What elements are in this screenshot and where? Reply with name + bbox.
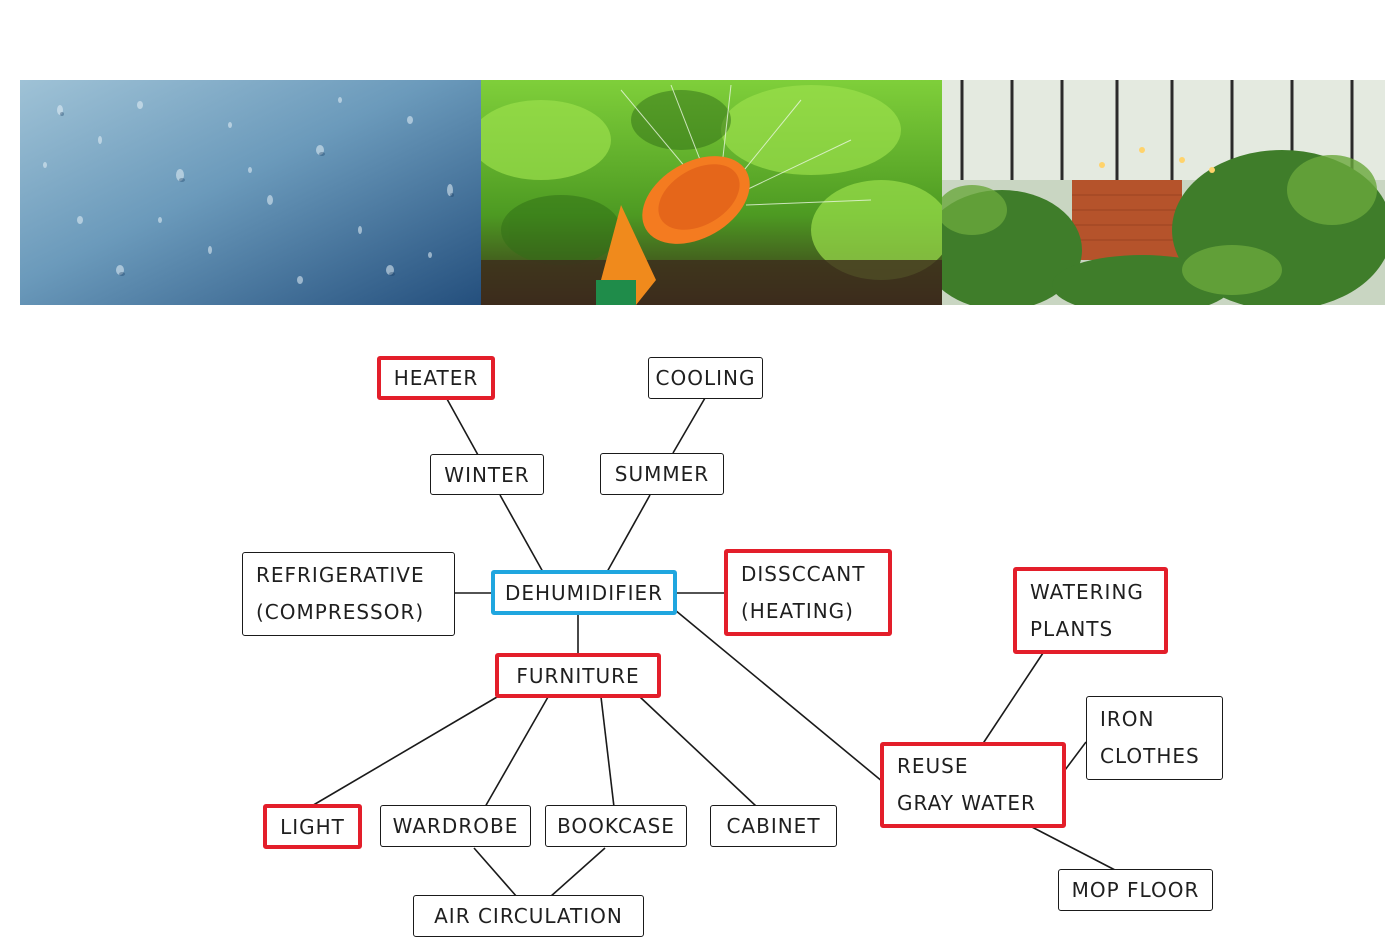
- node-bookcase-label: BOOKCASE: [557, 814, 675, 838]
- node-air-circulation-label: AIR CIRCULATION: [434, 904, 623, 928]
- link-furniture-light: [309, 696, 498, 808]
- link-winter-dehumidifier: [499, 494, 544, 573]
- node-air-circulation: AIR CIRCULATION: [413, 895, 644, 937]
- node-watering-line2: PLANTS: [1030, 616, 1114, 641]
- node-dehumidifier: DEHUMIDIFIER: [491, 570, 677, 615]
- link-iron-reuse: [1064, 741, 1087, 771]
- node-heater-label: HEATER: [393, 366, 479, 390]
- link-bookcase-air: [549, 847, 606, 898]
- node-refrigerative-line2: (COMPRESSOR): [256, 600, 425, 624]
- node-cooling: COOLING: [648, 357, 763, 399]
- link-watering-reuse: [981, 652, 1044, 746]
- node-heater: HEATER: [377, 356, 495, 400]
- node-bookcase: BOOKCASE: [545, 805, 687, 847]
- link-furniture-wardrobe: [484, 696, 549, 808]
- node-furniture: FURNITURE: [495, 653, 661, 698]
- link-wardrobe-air: [473, 847, 518, 898]
- node-winter-label: WINTER: [444, 462, 530, 487]
- link-furniture-bookcase: [600, 696, 615, 808]
- node-cooling-label: COOLING: [655, 366, 756, 390]
- link-reuse-mop: [1029, 825, 1116, 871]
- node-disscant-line2: (HEATING): [741, 598, 854, 623]
- node-reuse-line2: GRAY WATER: [897, 791, 1036, 815]
- greenhouse-photo: [942, 80, 1385, 305]
- node-summer-label: SUMMER: [614, 462, 710, 486]
- link-heater-winter: [446, 398, 479, 456]
- node-iron-clothes: IRON CLOTHES: [1086, 696, 1223, 780]
- node-iron-line2: CLOTHES: [1100, 744, 1200, 768]
- node-winter: WINTER: [430, 454, 544, 495]
- rain-window-photo: [20, 80, 481, 305]
- node-wardrobe: WARDROBE: [380, 805, 531, 847]
- node-disscant-line1: DISSCCANT: [741, 561, 866, 586]
- node-mop-floor-label: MOP FLOOR: [1071, 878, 1200, 902]
- link-summer-dehumidifier: [606, 494, 651, 573]
- node-watering-line1: WATERING: [1030, 579, 1144, 604]
- node-light-label: LIGHT: [280, 814, 345, 839]
- node-dehumidifier-label: DEHUMIDIFIER: [504, 580, 664, 605]
- node-summer: SUMMER: [600, 453, 724, 495]
- node-refrigerative-line1: REFRIGERATIVE: [256, 563, 425, 587]
- node-wardrobe-label: WARDROBE: [392, 814, 519, 838]
- node-disscant: DISSCCANT (HEATING): [724, 549, 892, 636]
- node-watering-plants: WATERING PLANTS: [1013, 567, 1168, 654]
- link-cooling-summer: [672, 397, 706, 454]
- node-cabinet: CABINET: [710, 805, 837, 847]
- node-mop-floor: MOP FLOOR: [1058, 869, 1213, 911]
- node-iron-line1: IRON: [1100, 707, 1155, 731]
- node-reuse-line1: REUSE: [897, 754, 969, 778]
- node-refrigerative: REFRIGERATIVE (COMPRESSOR): [242, 552, 455, 636]
- link-dehumidifier-reuse: [674, 609, 884, 783]
- node-light: LIGHT: [263, 804, 362, 849]
- link-furniture-cabinet: [639, 696, 758, 808]
- node-furniture-label: FURNITURE: [516, 663, 640, 688]
- watering-can-photo: [481, 80, 942, 305]
- node-cabinet-label: CABINET: [726, 814, 821, 838]
- node-reuse-gray-water: REUSE GRAY WATER: [880, 742, 1066, 828]
